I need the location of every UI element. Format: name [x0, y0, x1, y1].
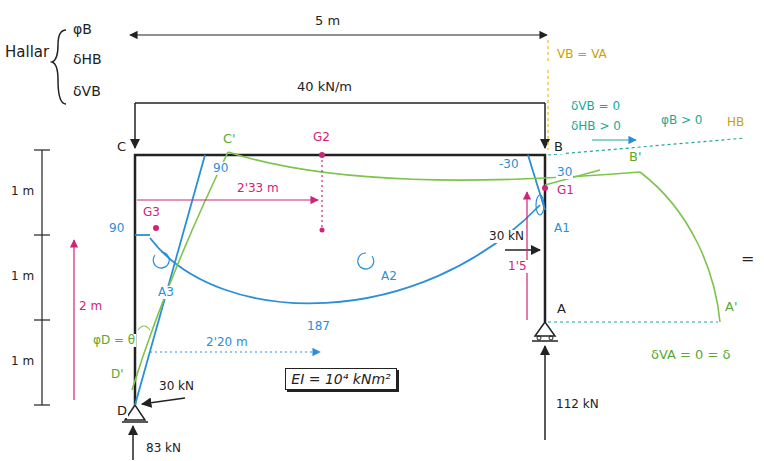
annotation-label: B' [628, 150, 643, 164]
annotation-label: 2'33 m [236, 182, 280, 195]
annotation-label: 1 m [10, 270, 35, 283]
annotation-label: φD = θ [92, 334, 136, 347]
annotation-label: 2'20 m [205, 336, 249, 349]
annotation-label: δHB [72, 52, 103, 67]
annotation-label: 2 m [78, 300, 103, 313]
annotation-label: D [116, 404, 128, 418]
property-text: EI = 10⁴ kNm² [291, 371, 390, 387]
annotation-label: G2 [312, 131, 331, 144]
annotation-label: -30 [498, 158, 520, 171]
annotation-label: A3 [157, 286, 175, 299]
annotation-label: Hallar [4, 44, 50, 61]
annotation-label: 30 kN [158, 380, 195, 393]
annotation-label: G3 [142, 206, 161, 219]
annotation-label: 187 [306, 320, 331, 333]
annotation-label: A1 [553, 222, 571, 235]
annotation-label: 30 [556, 166, 573, 179]
annotation-label: δVA = 0 = δ [650, 348, 731, 362]
annotation-label: A [556, 302, 567, 316]
annotation-label: φB [72, 22, 93, 37]
annotation-label: 112 kN [555, 398, 600, 411]
annotation-label: 90 [108, 222, 125, 235]
annotation-label: D' [110, 368, 125, 381]
annotation-label: VB = VA [556, 48, 608, 61]
annotation-label: 83 kN [145, 442, 182, 455]
annotation-label: HB [726, 116, 745, 129]
annotation-label: φB > 0 [660, 114, 703, 127]
annotation-label: 1 m [10, 355, 35, 368]
annotation-label: δVB [72, 84, 102, 99]
annotation-label: G1 [556, 184, 575, 197]
annotation-label: 1 m [10, 185, 35, 198]
annotation-label: B [553, 140, 564, 154]
annotation-label: C' [222, 132, 237, 146]
annotation-label: δHB > 0 [570, 120, 622, 133]
annotation-label: C [116, 140, 127, 154]
annotation-label: 1'5 [507, 260, 528, 273]
annotation-label: 40 kN/m [296, 80, 353, 94]
annotation-label: 5 m [314, 14, 341, 28]
annotation-label: = [740, 250, 755, 268]
annotation-label: 90 [212, 162, 229, 175]
annotation-label: A2 [380, 270, 398, 283]
property-box: EI = 10⁴ kNm² [285, 368, 397, 390]
annotation-label: δVB = 0 [570, 100, 621, 113]
annotation-label: 30 kN [488, 230, 525, 243]
annotation-label: A' [724, 300, 738, 314]
